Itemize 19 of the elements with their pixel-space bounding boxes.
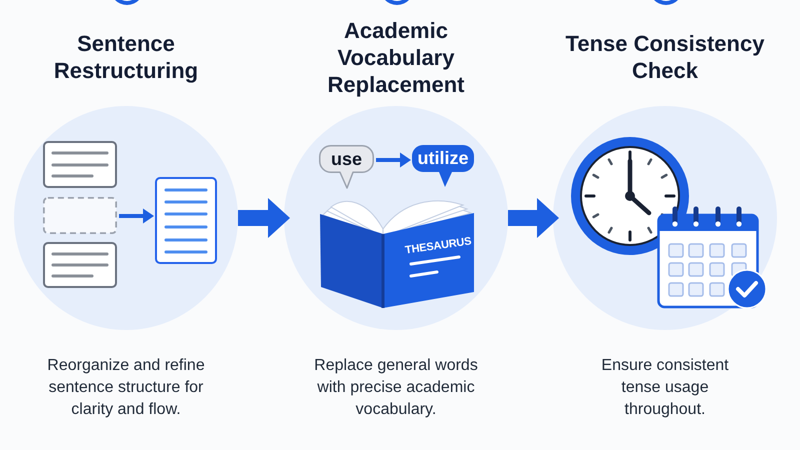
document-page <box>155 177 217 264</box>
bubble-text: utilize <box>416 147 470 170</box>
dashed-placeholder <box>43 197 117 234</box>
text-card <box>43 242 117 288</box>
step-description: Ensure consistent tense usage throughout. <box>600 356 730 420</box>
arrow <box>119 208 154 224</box>
arrow <box>238 198 290 238</box>
step-title: Sentence Restructuring <box>52 30 200 84</box>
speech-bubble <box>412 145 474 188</box>
step-title: Academic Vocabulary Replacement <box>326 16 466 98</box>
book-title: THESAURUS <box>404 235 472 258</box>
text-card <box>43 141 117 188</box>
arrow <box>376 152 411 168</box>
bubble-text: use <box>330 148 364 171</box>
step-description: Reorganize and refine sentence structure for clarity and flow. <box>46 356 206 420</box>
speech-bubble <box>319 145 374 189</box>
arrow <box>508 198 559 238</box>
step-title: Tense Consistency Check <box>564 30 766 84</box>
step-description: Replace general words with precise academic vocabulary. <box>313 356 479 420</box>
